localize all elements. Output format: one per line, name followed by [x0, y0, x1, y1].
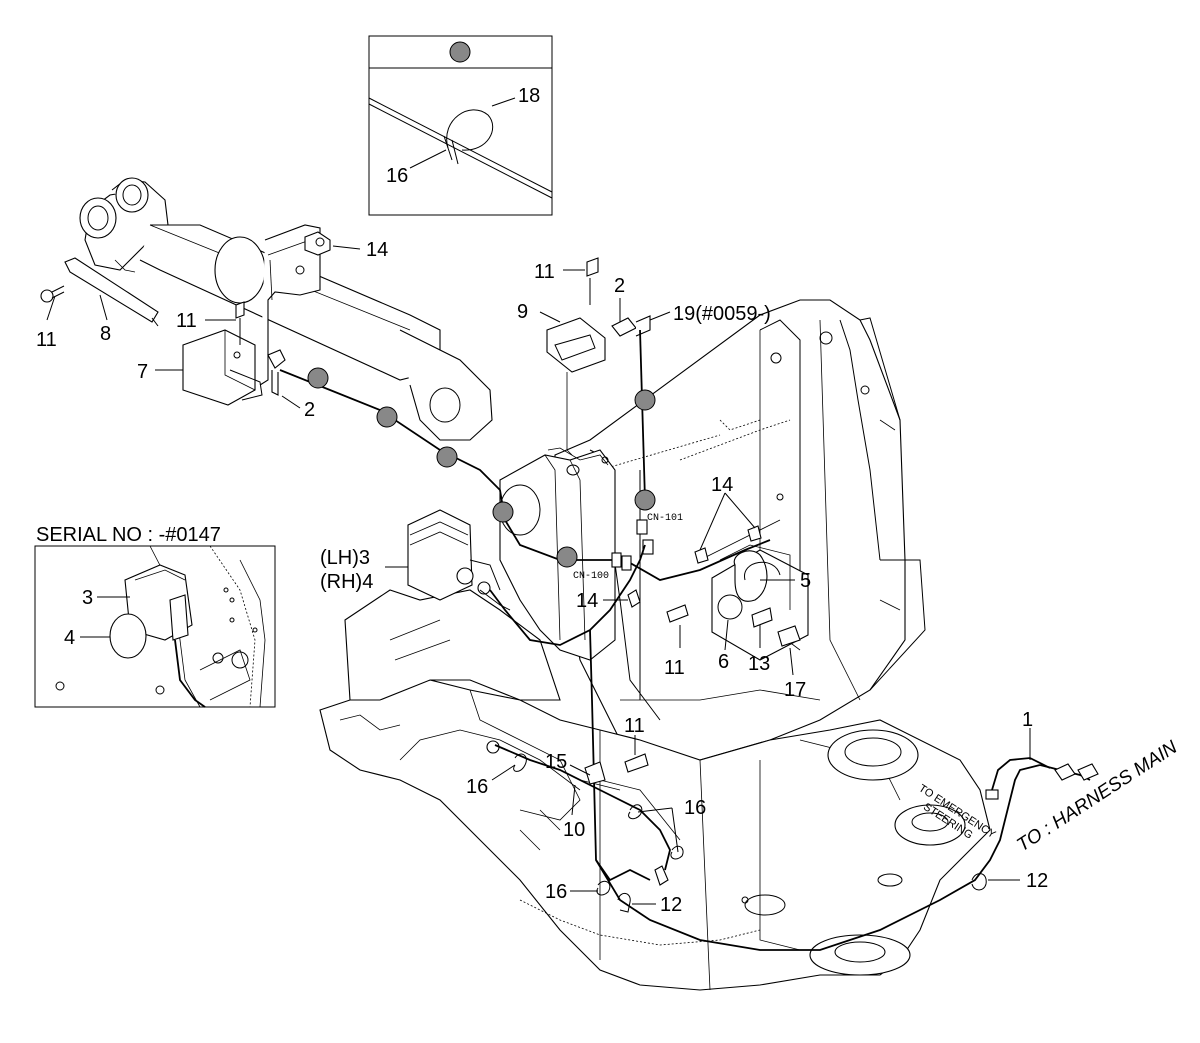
loader-frame	[319, 299, 991, 991]
callout-19: 19(#0059-)	[673, 303, 771, 325]
callout-18: 18	[518, 85, 540, 107]
callout-14-top: 14	[366, 239, 388, 261]
callout-3-lh: (LH)3	[320, 547, 370, 569]
upper-center-parts	[546, 257, 654, 555]
boom-cylinder	[79, 177, 493, 441]
note-harness-main: TO : HARNESS MAIN	[1013, 737, 1181, 856]
callout-14-mid: 14	[576, 590, 598, 612]
callout-12-b: 12	[1026, 870, 1048, 892]
callout-17: 17	[784, 679, 806, 701]
connector-cn101: CN-101	[647, 513, 683, 524]
callout-11-mid: 11	[664, 657, 685, 679]
callout-5: 5	[800, 570, 811, 592]
bracket-7	[182, 329, 256, 406]
callout-1: 1	[1022, 709, 1033, 731]
wiring-harness	[279, 369, 1099, 951]
callout-15: 15	[545, 751, 567, 773]
callout-13: 13	[748, 653, 770, 675]
callout-numbers: 14 11 8 11 7 2 11 2 9 19(#0059-) 14 (LH)…	[36, 239, 1048, 916]
connector-cn100: CN-100	[573, 571, 609, 582]
inset-frame	[368, 35, 553, 216]
left-parts	[40, 224, 361, 406]
clip-detail-inset: 18 16	[368, 35, 553, 216]
marker-dot	[449, 41, 471, 63]
inset-callout-4: 4	[64, 627, 75, 649]
callout-11-top: 11	[534, 261, 555, 283]
callout-12-a: 12	[660, 894, 682, 916]
callout-7: 7	[137, 361, 148, 383]
clamp-band	[446, 109, 494, 151]
inset-callout-3: 3	[82, 587, 93, 609]
callout-4-rh: (RH)4	[320, 571, 373, 593]
callout-16-b: 16	[684, 797, 706, 819]
callout-2-top: 2	[614, 275, 625, 297]
callout-6: 6	[718, 651, 729, 673]
callout-11-low: 11	[624, 715, 645, 737]
callout-2-left: 2	[304, 399, 315, 421]
clamp-markers	[307, 367, 656, 568]
callout-16-a: 16	[466, 776, 488, 798]
serial-inset-title: SERIAL NO : -#0147	[36, 524, 221, 546]
callout-9: 9	[517, 301, 528, 323]
callout-10: 10	[563, 819, 585, 841]
callout-8: 8	[100, 323, 111, 345]
callout-11-bracket: 11	[176, 310, 197, 332]
callout-16-c: 16	[545, 881, 567, 903]
callout-14-right: 14	[711, 474, 733, 496]
callout-11-left: 11	[36, 329, 57, 351]
plate-8	[64, 257, 159, 323]
serial-inset: SERIAL NO : -#0147 3 4	[34, 524, 276, 708]
serial-inset-frame	[34, 545, 276, 708]
callout-16-inset: 16	[386, 165, 408, 187]
leader-lines	[46, 269, 1031, 905]
